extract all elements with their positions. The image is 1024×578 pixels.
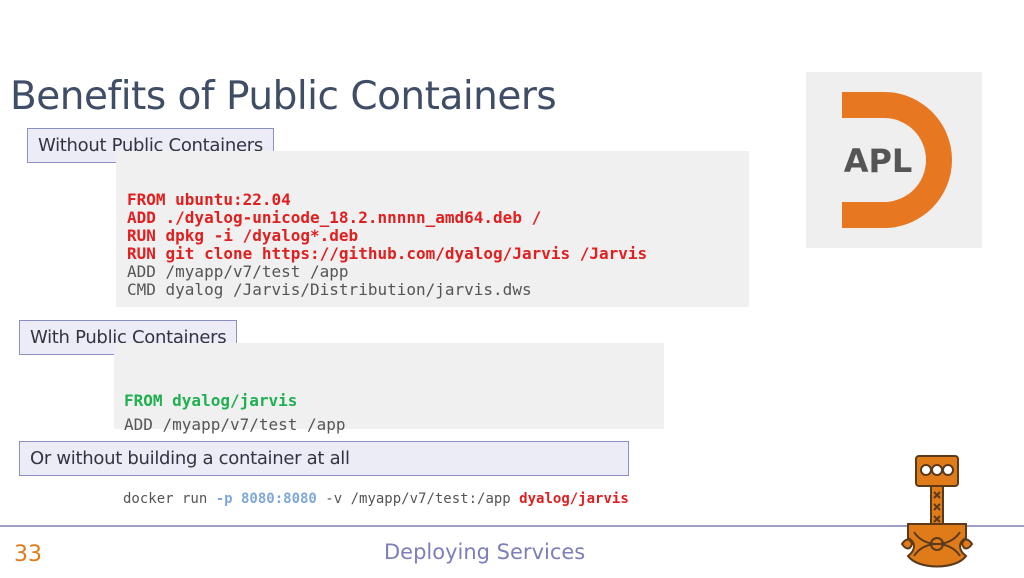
code-line: RUN git clone https://github.com/dyalog/…: [127, 244, 648, 263]
thors-hammer-icon: [900, 452, 974, 574]
command-text: docker run: [123, 491, 216, 507]
apl-logo: APL: [806, 72, 982, 248]
docker-run-command: docker run -p 8080:8080 -v /myapp/v7/tes…: [123, 490, 629, 508]
code-line: ADD /myapp/v7/test /app: [127, 262, 349, 281]
page-number: 33: [14, 542, 42, 567]
code-line: FROM ubuntu:22.04: [127, 190, 291, 209]
without-building-label: Or without building a container at all: [19, 441, 629, 476]
code-line: FROM dyalog/jarvis: [124, 391, 298, 410]
image-name: dyalog/jarvis: [519, 491, 629, 507]
command-text: -v /myapp/v7/test:/app: [316, 491, 520, 507]
footer-title: Deploying Services: [384, 540, 586, 564]
apl-logo-d-shape: [842, 92, 952, 228]
code-line: ADD ./dyalog-unicode_18.2.nnnnn_amd64.de…: [127, 208, 542, 227]
footer-divider: [0, 525, 1024, 527]
code-line: CMD dyalog /Jarvis/Distribution/jarvis.d…: [127, 280, 532, 299]
slide-title: Benefits of Public Containers: [10, 74, 557, 119]
port-flag: -p 8080:8080: [215, 491, 317, 507]
code-line: RUN dpkg -i /dyalog*.deb: [127, 226, 359, 245]
code-line: ADD /myapp/v7/test /app: [124, 415, 346, 434]
apl-logo-text: APL: [844, 142, 913, 180]
